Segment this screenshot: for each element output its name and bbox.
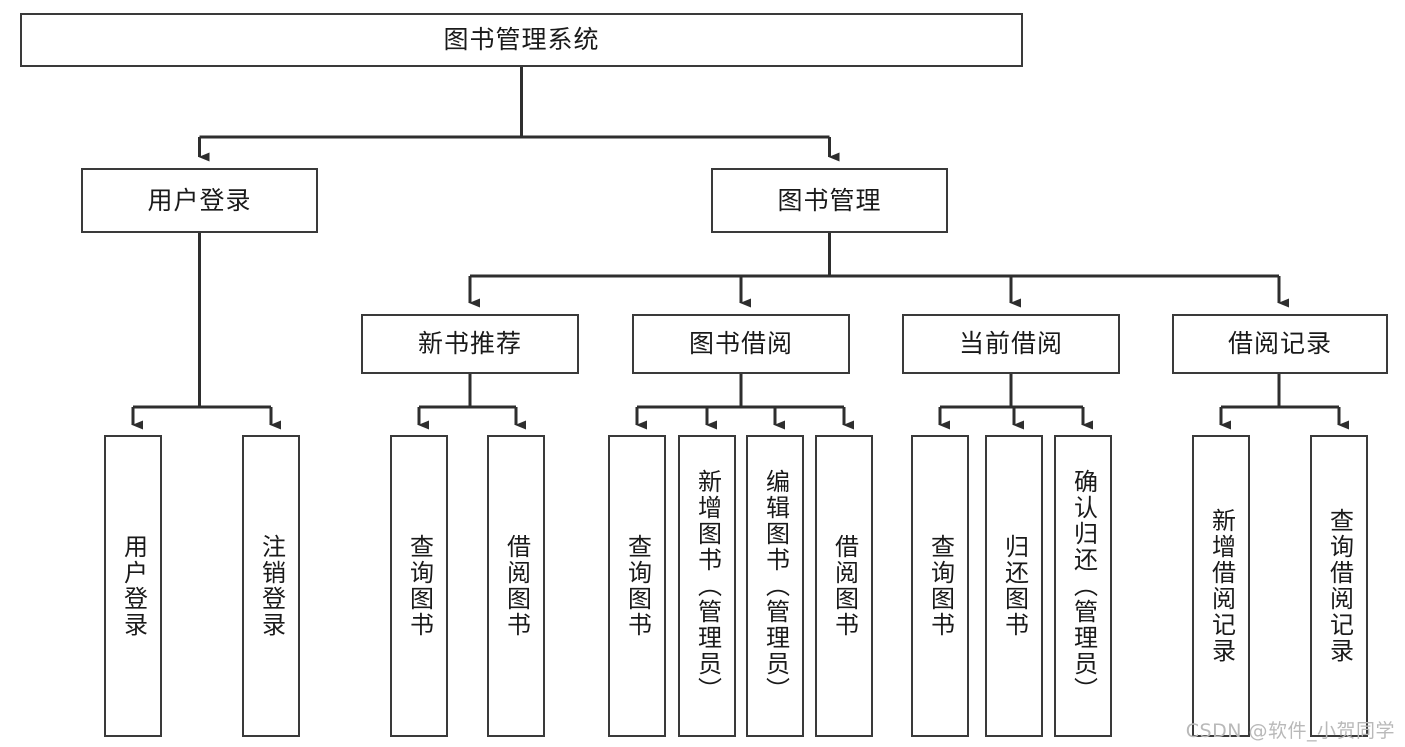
node-book-manage-label: 图书管理 xyxy=(777,185,882,215)
leaf-confirm-return-label: 确认归还（管理员） xyxy=(1069,469,1098,703)
leaf-return-book[interactable]: 归还图书 xyxy=(985,435,1043,737)
leaf-query-record-label: 查询借阅记录 xyxy=(1325,508,1354,664)
node-user-login-label: 用户登录 xyxy=(147,185,252,215)
node-book-manage[interactable]: 图书管理 xyxy=(711,168,948,233)
leaf-user-login[interactable]: 用户登录 xyxy=(104,435,162,737)
leaf-borrow-book-1[interactable]: 借阅图书 xyxy=(487,435,545,737)
leaf-borrow-book-1-label: 借阅图书 xyxy=(502,534,531,638)
node-book-borrow-label: 图书借阅 xyxy=(688,329,793,359)
leaf-query-book-2-label: 查询图书 xyxy=(623,534,652,638)
leaf-return-book-label: 归还图书 xyxy=(1000,534,1029,638)
node-new-book-rec-label: 新书推荐 xyxy=(417,329,522,359)
leaf-add-book-label: 新增图书（管理员） xyxy=(693,469,722,703)
node-borrow-record-label: 借阅记录 xyxy=(1227,329,1332,359)
leaf-add-record[interactable]: 新增借阅记录 xyxy=(1192,435,1250,737)
leaf-query-book-1-label: 查询图书 xyxy=(405,534,434,638)
node-user-login[interactable]: 用户登录 xyxy=(81,168,318,233)
leaf-edit-book-label: 编辑图书（管理员） xyxy=(761,469,790,703)
leaf-add-book[interactable]: 新增图书（管理员） xyxy=(678,435,736,737)
leaf-query-record[interactable]: 查询借阅记录 xyxy=(1310,435,1368,737)
leaf-query-book-2[interactable]: 查询图书 xyxy=(608,435,666,737)
leaf-query-book-1[interactable]: 查询图书 xyxy=(390,435,448,737)
leaf-user-logout-label: 注销登录 xyxy=(257,534,286,638)
leaf-confirm-return[interactable]: 确认归还（管理员） xyxy=(1054,435,1112,737)
node-root[interactable]: 图书管理系统 xyxy=(20,13,1023,67)
leaf-borrow-book-2-label: 借阅图书 xyxy=(830,534,859,638)
leaf-user-login-label: 用户登录 xyxy=(119,534,148,638)
node-new-book-rec[interactable]: 新书推荐 xyxy=(361,314,579,374)
leaf-query-book-3[interactable]: 查询图书 xyxy=(911,435,969,737)
leaf-add-record-label: 新增借阅记录 xyxy=(1207,508,1236,664)
node-current-borrow[interactable]: 当前借阅 xyxy=(902,314,1120,374)
node-book-borrow[interactable]: 图书借阅 xyxy=(632,314,850,374)
leaf-borrow-book-2[interactable]: 借阅图书 xyxy=(815,435,873,737)
leaf-edit-book[interactable]: 编辑图书（管理员） xyxy=(746,435,804,737)
node-borrow-record[interactable]: 借阅记录 xyxy=(1172,314,1388,374)
watermark-text: CSDN @软件_小贺同学 xyxy=(1185,720,1395,742)
leaf-user-logout[interactable]: 注销登录 xyxy=(242,435,300,737)
leaf-query-book-3-label: 查询图书 xyxy=(926,534,955,638)
node-current-borrow-label: 当前借阅 xyxy=(958,329,1063,359)
node-root-label: 图书管理系统 xyxy=(443,25,600,55)
